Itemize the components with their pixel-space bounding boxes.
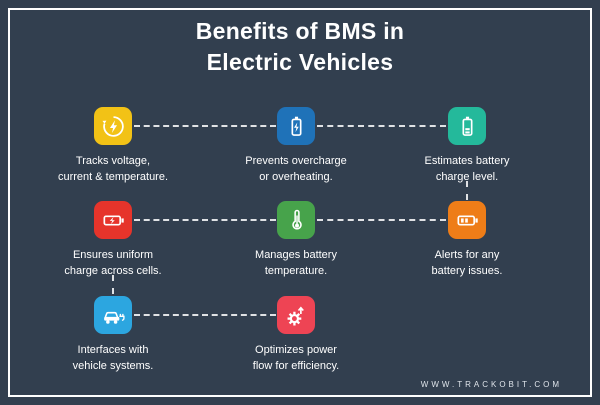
title-line-2: Electric Vehicles — [206, 49, 394, 76]
battery-level-icon — [448, 107, 486, 145]
benefit-label: Ensures uniform charge across cells. — [64, 249, 162, 277]
overcharge-battery-icon — [277, 107, 315, 145]
connector-col1-down — [112, 275, 114, 294]
benefit-item-manages-temperature: Manages battery temperature. — [210, 201, 382, 280]
connector-row2-b — [317, 219, 446, 221]
page-title: Benefits of BMS in Electric Vehicles — [0, 16, 600, 78]
benefit-item-estimates-charge: Estimates battery charge level. — [381, 107, 553, 186]
benefit-label: Prevents overcharge or overheating. — [245, 155, 347, 183]
benefit-item-battery-alerts: Alerts for any battery issues. — [381, 201, 553, 280]
energy-cycle-icon — [94, 107, 132, 145]
uniform-charge-icon — [94, 201, 132, 239]
power-flow-icon — [277, 296, 315, 334]
connector-row1-a — [134, 125, 276, 127]
benefit-item-uniform-charge: Ensures uniform charge across cells. — [27, 201, 199, 280]
benefit-item-tracks-voltage: Tracks voltage, current & temperature. — [27, 107, 199, 186]
ev-car-icon — [94, 296, 132, 334]
benefit-item-vehicle-interface: Interfaces with vehicle systems. — [27, 296, 199, 375]
website-url: WWW.TRACKOBIT.COM — [420, 380, 562, 389]
connector-col3-down — [466, 181, 468, 200]
connector-row3-a — [134, 314, 276, 316]
battery-alert-icon — [448, 201, 486, 239]
connector-row2-a — [134, 219, 276, 221]
benefit-item-power-flow: Optimizes power flow for efficiency. — [210, 296, 382, 375]
connector-row1-b — [317, 125, 446, 127]
benefit-label: Manages battery temperature. — [255, 249, 337, 277]
benefit-item-prevents-overcharge: Prevents overcharge or overheating. — [210, 107, 382, 186]
benefit-label: Interfaces with vehicle systems. — [72, 344, 154, 372]
benefit-label: Alerts for any battery issues. — [431, 249, 503, 277]
thermometer-icon — [277, 201, 315, 239]
title-line-1: Benefits of BMS in — [195, 18, 405, 44]
benefit-label: Tracks voltage, current & temperature. — [57, 155, 169, 183]
benefit-label: Estimates battery charge level. — [424, 155, 510, 183]
benefit-label: Optimizes power flow for efficiency. — [252, 344, 340, 372]
